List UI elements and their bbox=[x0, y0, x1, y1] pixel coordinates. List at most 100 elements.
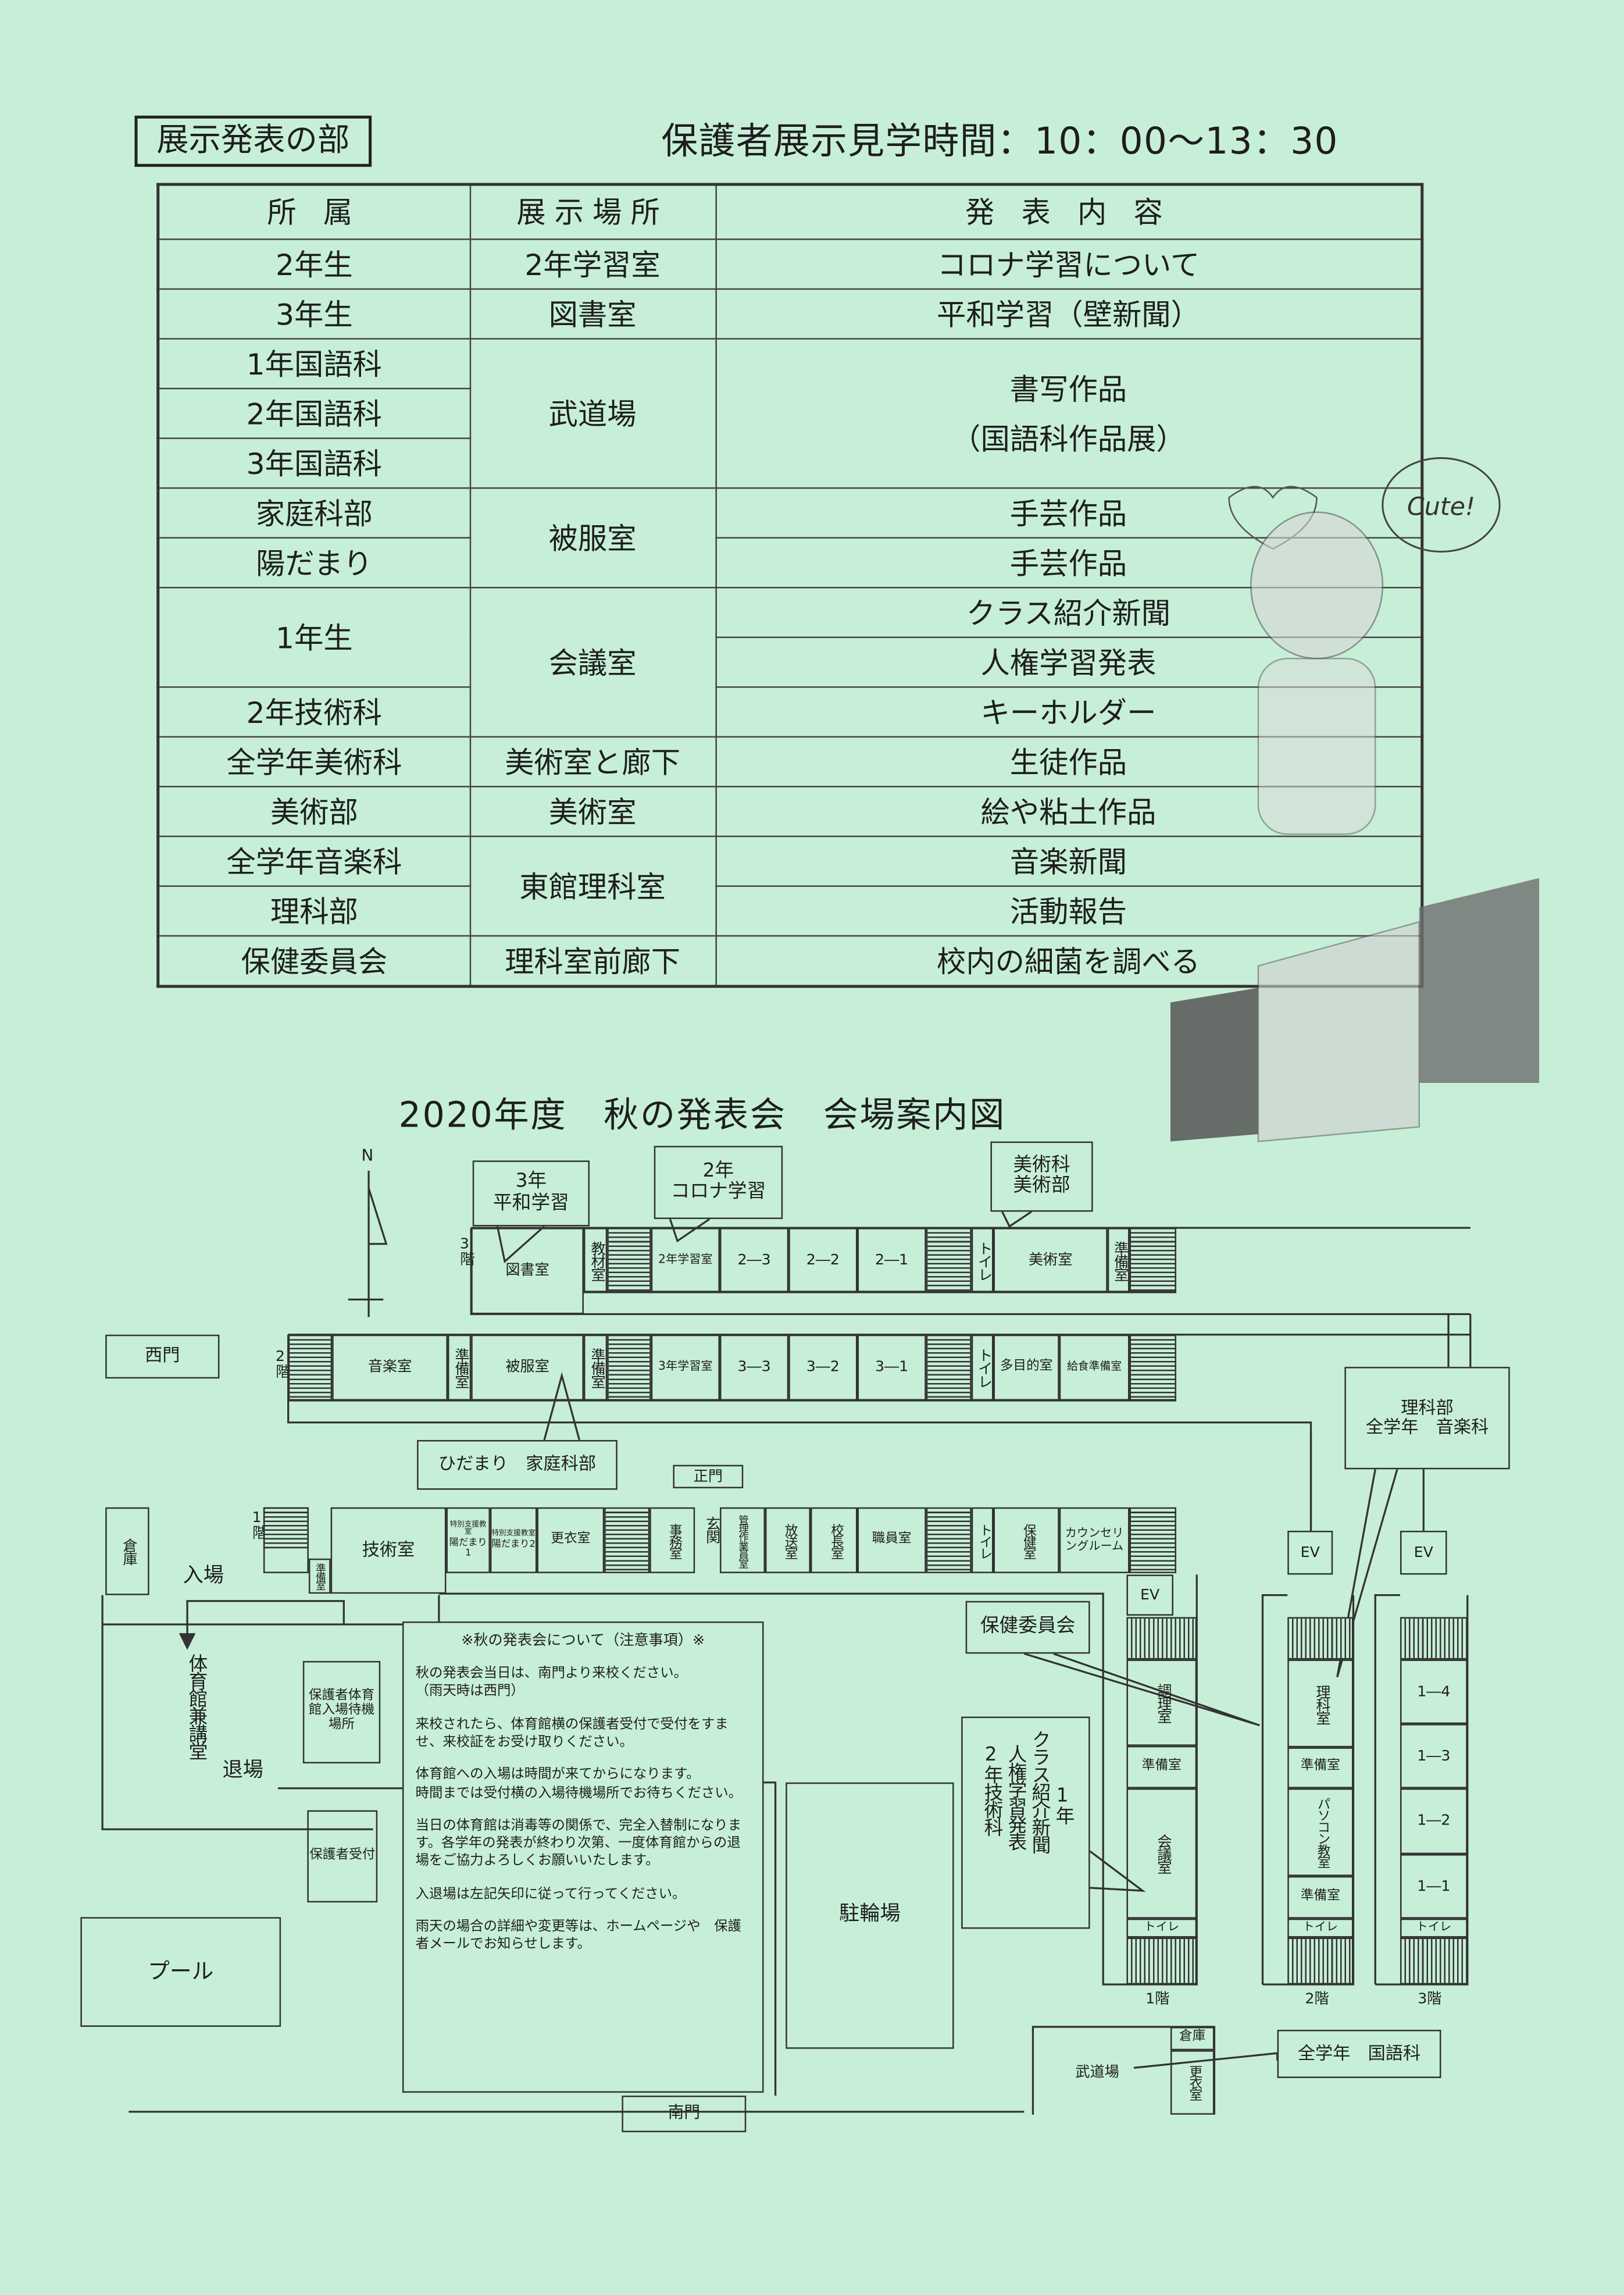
stairs-icon bbox=[1126, 1937, 1197, 1984]
room: 2年学習室 bbox=[651, 1228, 720, 1292]
room-label: 更衣室 bbox=[1186, 2065, 1201, 2100]
west-gate-label: 西門 bbox=[145, 1345, 180, 1366]
ev-box: EV bbox=[1400, 1530, 1447, 1575]
affiliation-cell: 1年生 bbox=[157, 586, 470, 688]
entry-label: 入場 bbox=[183, 1564, 224, 1588]
callout-science-music: 理科部 全学年 音楽科 bbox=[1344, 1367, 1510, 1470]
room-label: 職員室 bbox=[872, 1531, 912, 1546]
waiting-area: 保護者体育館入場待機場所 bbox=[302, 1660, 381, 1764]
room-label: 3―3 bbox=[737, 1359, 771, 1376]
room: 被服室 bbox=[471, 1334, 584, 1401]
room: 調理室 bbox=[1126, 1659, 1197, 1746]
room-label: 陽だまり2 bbox=[491, 1537, 536, 1549]
room-label: 調理室 bbox=[1154, 1683, 1170, 1723]
wing-label-1f: 1階 bbox=[1145, 1991, 1170, 2008]
room-label: トイレ bbox=[1302, 1920, 1339, 1934]
entry-arrow bbox=[186, 1600, 345, 1642]
stairs-icon bbox=[604, 1507, 650, 1573]
location-cell: 2年学習室 bbox=[469, 238, 716, 290]
section-label: 展示発表の部 bbox=[134, 115, 372, 167]
bubble-text: Cute! bbox=[1407, 493, 1475, 522]
room: 図書室 bbox=[471, 1228, 584, 1314]
room: 1―3 bbox=[1400, 1724, 1468, 1788]
table-row: 保健委員会理科室前廊下校内の細菌を調べる bbox=[157, 935, 1423, 988]
location-cell: 被服室 bbox=[469, 487, 716, 589]
stairs-icon bbox=[607, 1228, 651, 1292]
room-label: 準備室 bbox=[1300, 1888, 1340, 1904]
room: 準備室 bbox=[1287, 1747, 1354, 1788]
room-label: 会議室 bbox=[1154, 1833, 1170, 1873]
room-label: 準備室 bbox=[451, 1348, 467, 1388]
room: 準備室 bbox=[1126, 1745, 1197, 1788]
storage: 倉庫 bbox=[105, 1507, 149, 1595]
room: 準備室 bbox=[447, 1334, 472, 1401]
callout-peace-study: 3年 平和学習 bbox=[472, 1160, 590, 1227]
table-row: 2年国語科 bbox=[157, 387, 1422, 439]
content-line: （国語科作品展） bbox=[951, 420, 1186, 456]
callout-art: 美術科 美術部 bbox=[990, 1141, 1093, 1212]
room: 1―1 bbox=[1400, 1854, 1468, 1919]
callout-pointer bbox=[1023, 1652, 1260, 1727]
room-label: 2年学習室 bbox=[658, 1252, 713, 1266]
room-label: 3年学習室 bbox=[658, 1359, 713, 1373]
main-gate-label: 正門 bbox=[693, 1469, 723, 1485]
room-label: 準備室 bbox=[1110, 1240, 1127, 1280]
affiliation-cell: 美術部 bbox=[157, 786, 470, 838]
callout-home-economics-label: ひだまり 家庭科部 bbox=[438, 1453, 597, 1474]
speech-bubble-icon bbox=[1382, 457, 1501, 553]
room: トイレ bbox=[1287, 1918, 1354, 1938]
room: トイレ bbox=[1126, 1918, 1197, 1938]
room: トイレ bbox=[971, 1334, 994, 1401]
room-label: 多目的室 bbox=[1000, 1359, 1053, 1374]
entrance-label: 玄関 bbox=[702, 1516, 719, 1543]
room-label: 3―2 bbox=[806, 1359, 840, 1376]
room: 校長室 bbox=[810, 1507, 858, 1573]
building-outline bbox=[101, 1595, 373, 1830]
callout-health-committee-label: 保健委員会 bbox=[980, 1615, 1076, 1638]
building-outline bbox=[470, 1228, 1470, 1316]
room-small-label: 特別支援教室 bbox=[491, 1529, 536, 1538]
room-label: 放送室 bbox=[781, 1523, 797, 1558]
arrow-icon bbox=[179, 1633, 196, 1650]
callout-pointer bbox=[496, 1225, 545, 1264]
room-label: 1―4 bbox=[1417, 1683, 1451, 1700]
room: 音楽室 bbox=[332, 1334, 448, 1401]
room: 技術室 bbox=[330, 1507, 447, 1594]
room: 倉庫 bbox=[1170, 2026, 1215, 2051]
room-label: トイレ bbox=[976, 1523, 991, 1558]
waiting-area-label: 保護者体育館入場待機場所 bbox=[308, 1689, 375, 1733]
callout-home-economics: ひだまり 家庭科部 bbox=[417, 1439, 618, 1490]
room: 特別支援教室陽だまり1 bbox=[446, 1507, 490, 1573]
room: 更衣室 bbox=[537, 1507, 605, 1573]
affiliation-cell: 全学年美術科 bbox=[157, 736, 470, 787]
ev-box: EV bbox=[1126, 1574, 1173, 1616]
bike-parking-label: 駐輪場 bbox=[839, 1902, 901, 1927]
content-cell: 平和学習（壁新聞） bbox=[715, 288, 1423, 340]
stairs-icon bbox=[288, 1334, 333, 1401]
room: トイレ bbox=[971, 1228, 994, 1292]
stairs-icon bbox=[607, 1334, 651, 1401]
room-label: 被服室 bbox=[505, 1359, 549, 1376]
room-label: 準備室 bbox=[315, 1563, 327, 1590]
location-cell: 理科室前廊下 bbox=[469, 935, 716, 988]
table-row: 理科部活動報告 bbox=[157, 885, 1423, 937]
notes-paragraph: 雨天の場合の詳細や変更等は、ホームページや 保護者メールでお知らせします。 bbox=[415, 1918, 741, 1952]
callout-text: 人権学習発表 bbox=[1004, 1744, 1026, 1850]
south-gate: 南門 bbox=[622, 2096, 747, 2133]
room-label: 理科室 bbox=[1312, 1683, 1329, 1723]
room-label: 準備室 bbox=[1300, 1759, 1340, 1774]
location-cell: 東館理科室 bbox=[469, 835, 716, 937]
affiliation-cell: 全学年音楽科 bbox=[157, 835, 470, 887]
room: 放送室 bbox=[765, 1507, 811, 1573]
stairs-icon bbox=[1400, 1937, 1468, 1984]
pool: プール bbox=[80, 1917, 281, 2027]
room: 会議室 bbox=[1126, 1788, 1197, 1919]
storage-label: 倉庫 bbox=[119, 1538, 135, 1565]
callout-peace-study-label: 3年 平和学習 bbox=[492, 1171, 569, 1214]
affiliation-cell: 家庭科部 bbox=[157, 487, 470, 539]
content-cell: 校内の細菌を調べる bbox=[715, 935, 1423, 988]
room-label: トイレ bbox=[1144, 1920, 1180, 1934]
room: 3―3 bbox=[719, 1334, 789, 1401]
location-cell: 図書室 bbox=[469, 288, 716, 340]
